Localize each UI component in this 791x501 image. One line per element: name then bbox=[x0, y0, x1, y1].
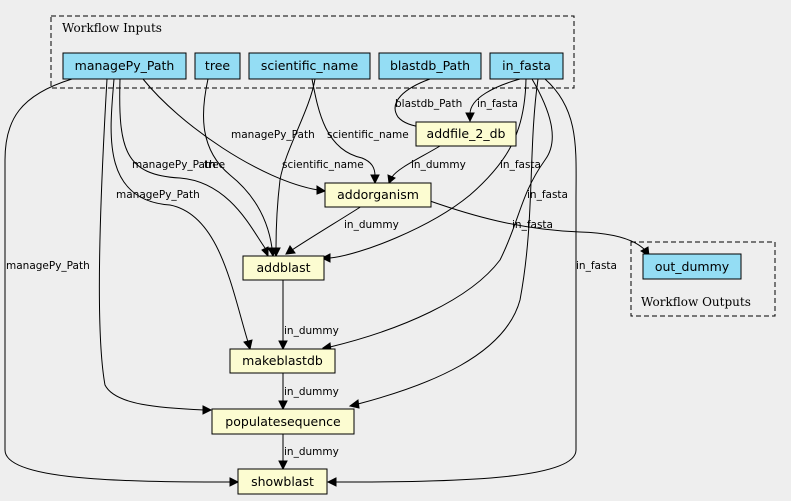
edge-in-fasta-to-populatesequence bbox=[348, 78, 539, 409]
node-label: tree bbox=[205, 58, 230, 73]
node-managepy-path[interactable]: managePy_Path bbox=[62, 52, 187, 80]
edge-label: in_dummy bbox=[284, 386, 339, 398]
edge-label: in_dummy bbox=[344, 219, 399, 231]
node-blastdb-path[interactable]: blastdb_Path bbox=[378, 52, 482, 80]
node-label: out_dummy bbox=[655, 259, 730, 274]
edge-label: tree bbox=[204, 159, 225, 171]
edge-label: in_fasta bbox=[576, 260, 617, 272]
edge-makeblastdb-to-populatesequence: in_dummy bbox=[278, 373, 339, 411]
edge-label: in_fasta bbox=[477, 98, 518, 110]
edges: blastdb_Path in_fasta managePy_Path scie… bbox=[4, 78, 650, 487]
edge-label: scientific_name bbox=[282, 159, 364, 171]
edge-label: managePy_Path bbox=[231, 129, 315, 141]
edge-in-fasta-to-makeblastdb: in_fasta bbox=[321, 78, 568, 352]
node-label: scientific_name bbox=[261, 58, 359, 73]
edge-label: managePy_Path bbox=[116, 189, 200, 201]
edge-scientific-name-to-addorganism: scientific_name bbox=[311, 78, 409, 185]
node-label: makeblastdb bbox=[242, 353, 323, 368]
workflow-outputs-cluster: Workflow Outputs bbox=[630, 241, 776, 317]
node-label: addorganism bbox=[337, 187, 419, 202]
node-label: showblast bbox=[251, 474, 314, 489]
workflow-outputs-label: Workflow Outputs bbox=[641, 295, 751, 309]
node-label: blastdb_Path bbox=[390, 58, 470, 73]
edge-managepy-to-addblast: managePy_Path bbox=[119, 78, 269, 258]
node-label: managePy_Path bbox=[75, 58, 175, 73]
edge-managepy-to-populatesequence bbox=[98, 78, 213, 415]
edge-label: in_fasta bbox=[512, 219, 553, 231]
edge-tree-to-addblast: tree bbox=[203, 78, 277, 258]
edge-in-fasta-to-showblast: in_fasta bbox=[326, 78, 617, 487]
edge-populatesequence-to-showblast: in_dummy bbox=[278, 434, 339, 471]
node-addfile-2-db[interactable]: addfile_2_db bbox=[415, 121, 517, 147]
node-addblast[interactable]: addblast bbox=[242, 255, 325, 281]
edge-label: managePy_Path bbox=[6, 260, 90, 272]
node-label: addblast bbox=[256, 260, 310, 275]
node-out-dummy[interactable]: out_dummy bbox=[642, 253, 742, 280]
node-in-fasta[interactable]: in_fasta bbox=[489, 52, 564, 80]
edge-managepy-to-showblast: managePy_Path bbox=[4, 78, 240, 487]
edge-managepy-to-makeblastdb: managePy_Path bbox=[110, 78, 253, 351]
edge-addfile-2-db-to-addorganism: in_dummy bbox=[387, 145, 466, 184]
edge-in-fasta-to-addfile-2-db: in_fasta bbox=[465, 78, 521, 123]
edge-label: in_fasta bbox=[527, 189, 568, 201]
node-scientific-name[interactable]: scientific_name bbox=[248, 52, 371, 80]
edge-in-fasta-to-addblast: in_fasta bbox=[320, 78, 541, 263]
edge-addblast-to-makeblastdb: in_dummy bbox=[278, 280, 339, 351]
node-label: addfile_2_db bbox=[427, 126, 506, 141]
node-label: populatesequence bbox=[225, 414, 341, 429]
node-showblast[interactable]: showblast bbox=[237, 468, 328, 495]
node-tree[interactable]: tree bbox=[194, 52, 241, 80]
edge-label: blastdb_Path bbox=[395, 98, 462, 110]
edge-label: in_dummy bbox=[284, 446, 339, 458]
node-makeblastdb[interactable]: makeblastdb bbox=[229, 348, 336, 374]
edge-scientific-name-to-addblast: scientific_name bbox=[271, 78, 364, 258]
edge-label: in_dummy bbox=[411, 159, 466, 171]
node-addorganism[interactable]: addorganism bbox=[324, 182, 432, 208]
node-label: in_fasta bbox=[502, 58, 551, 73]
node-populatesequence[interactable]: populatesequence bbox=[211, 408, 355, 435]
edge-addorganism-to-addblast: in_dummy bbox=[285, 205, 399, 255]
edge-label: in_fasta bbox=[500, 159, 541, 171]
workflow-inputs-label: Workflow Inputs bbox=[62, 21, 162, 35]
edge-label: managePy_Path bbox=[132, 159, 216, 171]
edge-label: in_dummy bbox=[284, 325, 339, 337]
edge-addorganism-to-out-dummy: in_fasta bbox=[429, 200, 650, 257]
edge-label: scientific_name bbox=[327, 129, 409, 141]
